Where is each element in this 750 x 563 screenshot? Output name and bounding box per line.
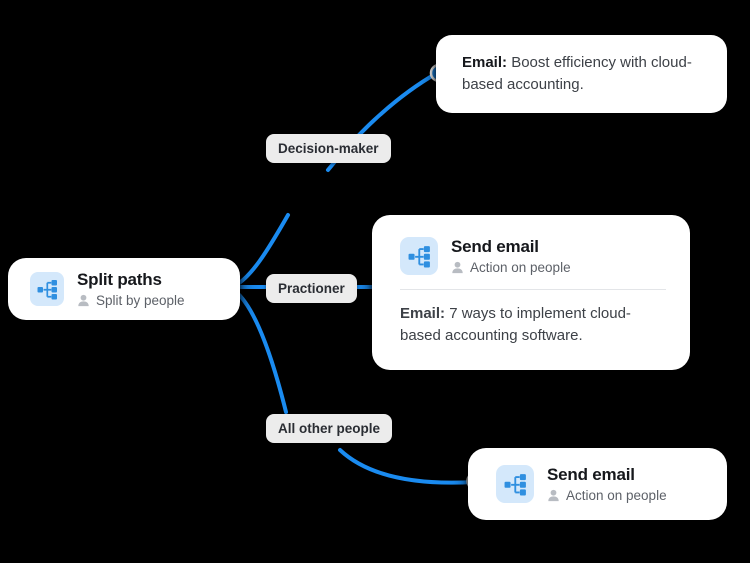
node-header-text: Send email Action on people: [451, 237, 571, 275]
email-label: Email:: [400, 305, 446, 322]
branch-label-decision-maker[interactable]: Decision-maker: [266, 134, 391, 163]
edge-branch-2-to-bottom: [338, 448, 476, 485]
person-icon: [548, 489, 559, 501]
email-label: Email:: [462, 53, 508, 71]
node-text: Send email Action on people: [547, 465, 667, 503]
node-send-email-middle[interactable]: Send email Action on people Email: 7 way…: [372, 215, 690, 370]
node-email-preview-top[interactable]: Email: Boost efficiency with cloud-based…: [436, 35, 727, 113]
node-title: Split paths: [77, 270, 162, 290]
email-text: Boost efficiency with cloud-based accoun…: [462, 53, 692, 94]
node-title: Send email: [547, 465, 635, 485]
split-paths-icon: [30, 272, 64, 306]
node-split-paths-text: Split paths Split by people: [77, 270, 185, 308]
divider: [400, 289, 666, 290]
branch-label-text: All other people: [278, 421, 381, 436]
branch-label-practioner[interactable]: Practioner: [266, 274, 357, 303]
node-split-paths[interactable]: Split paths Split by people: [8, 258, 240, 320]
branch-label-all-other-people[interactable]: All other people: [266, 414, 393, 443]
branch-label-text: Decision-maker: [278, 141, 379, 156]
person-icon: [78, 294, 89, 306]
email-preview-text: Email: 7 ways to implement cloud-based a…: [372, 290, 690, 347]
person-icon: [452, 261, 463, 273]
split-paths-icon: [496, 465, 534, 503]
node-subtitle: Action on people: [451, 260, 571, 275]
split-paths-icon: [400, 237, 438, 275]
branch-label-text: Practioner: [278, 281, 345, 296]
node-subtitle-label: Action on people: [470, 259, 571, 275]
email-preview-text: Email: Boost efficiency with cloud-based…: [462, 52, 701, 97]
node-subtitle: Split by people: [77, 293, 185, 308]
node-title: Send email: [451, 237, 539, 257]
edge-split-to-branch-2: [230, 287, 288, 414]
email-text: 7 ways to implement cloud-based accounti…: [400, 305, 631, 344]
node-header: Send email Action on people: [372, 215, 690, 275]
node-send-email-bottom[interactable]: Send email Action on people: [468, 448, 727, 520]
node-subtitle: Action on people: [547, 488, 667, 503]
node-subtitle-label: Split by people: [96, 292, 185, 308]
node-subtitle-label: Action on people: [566, 487, 667, 503]
